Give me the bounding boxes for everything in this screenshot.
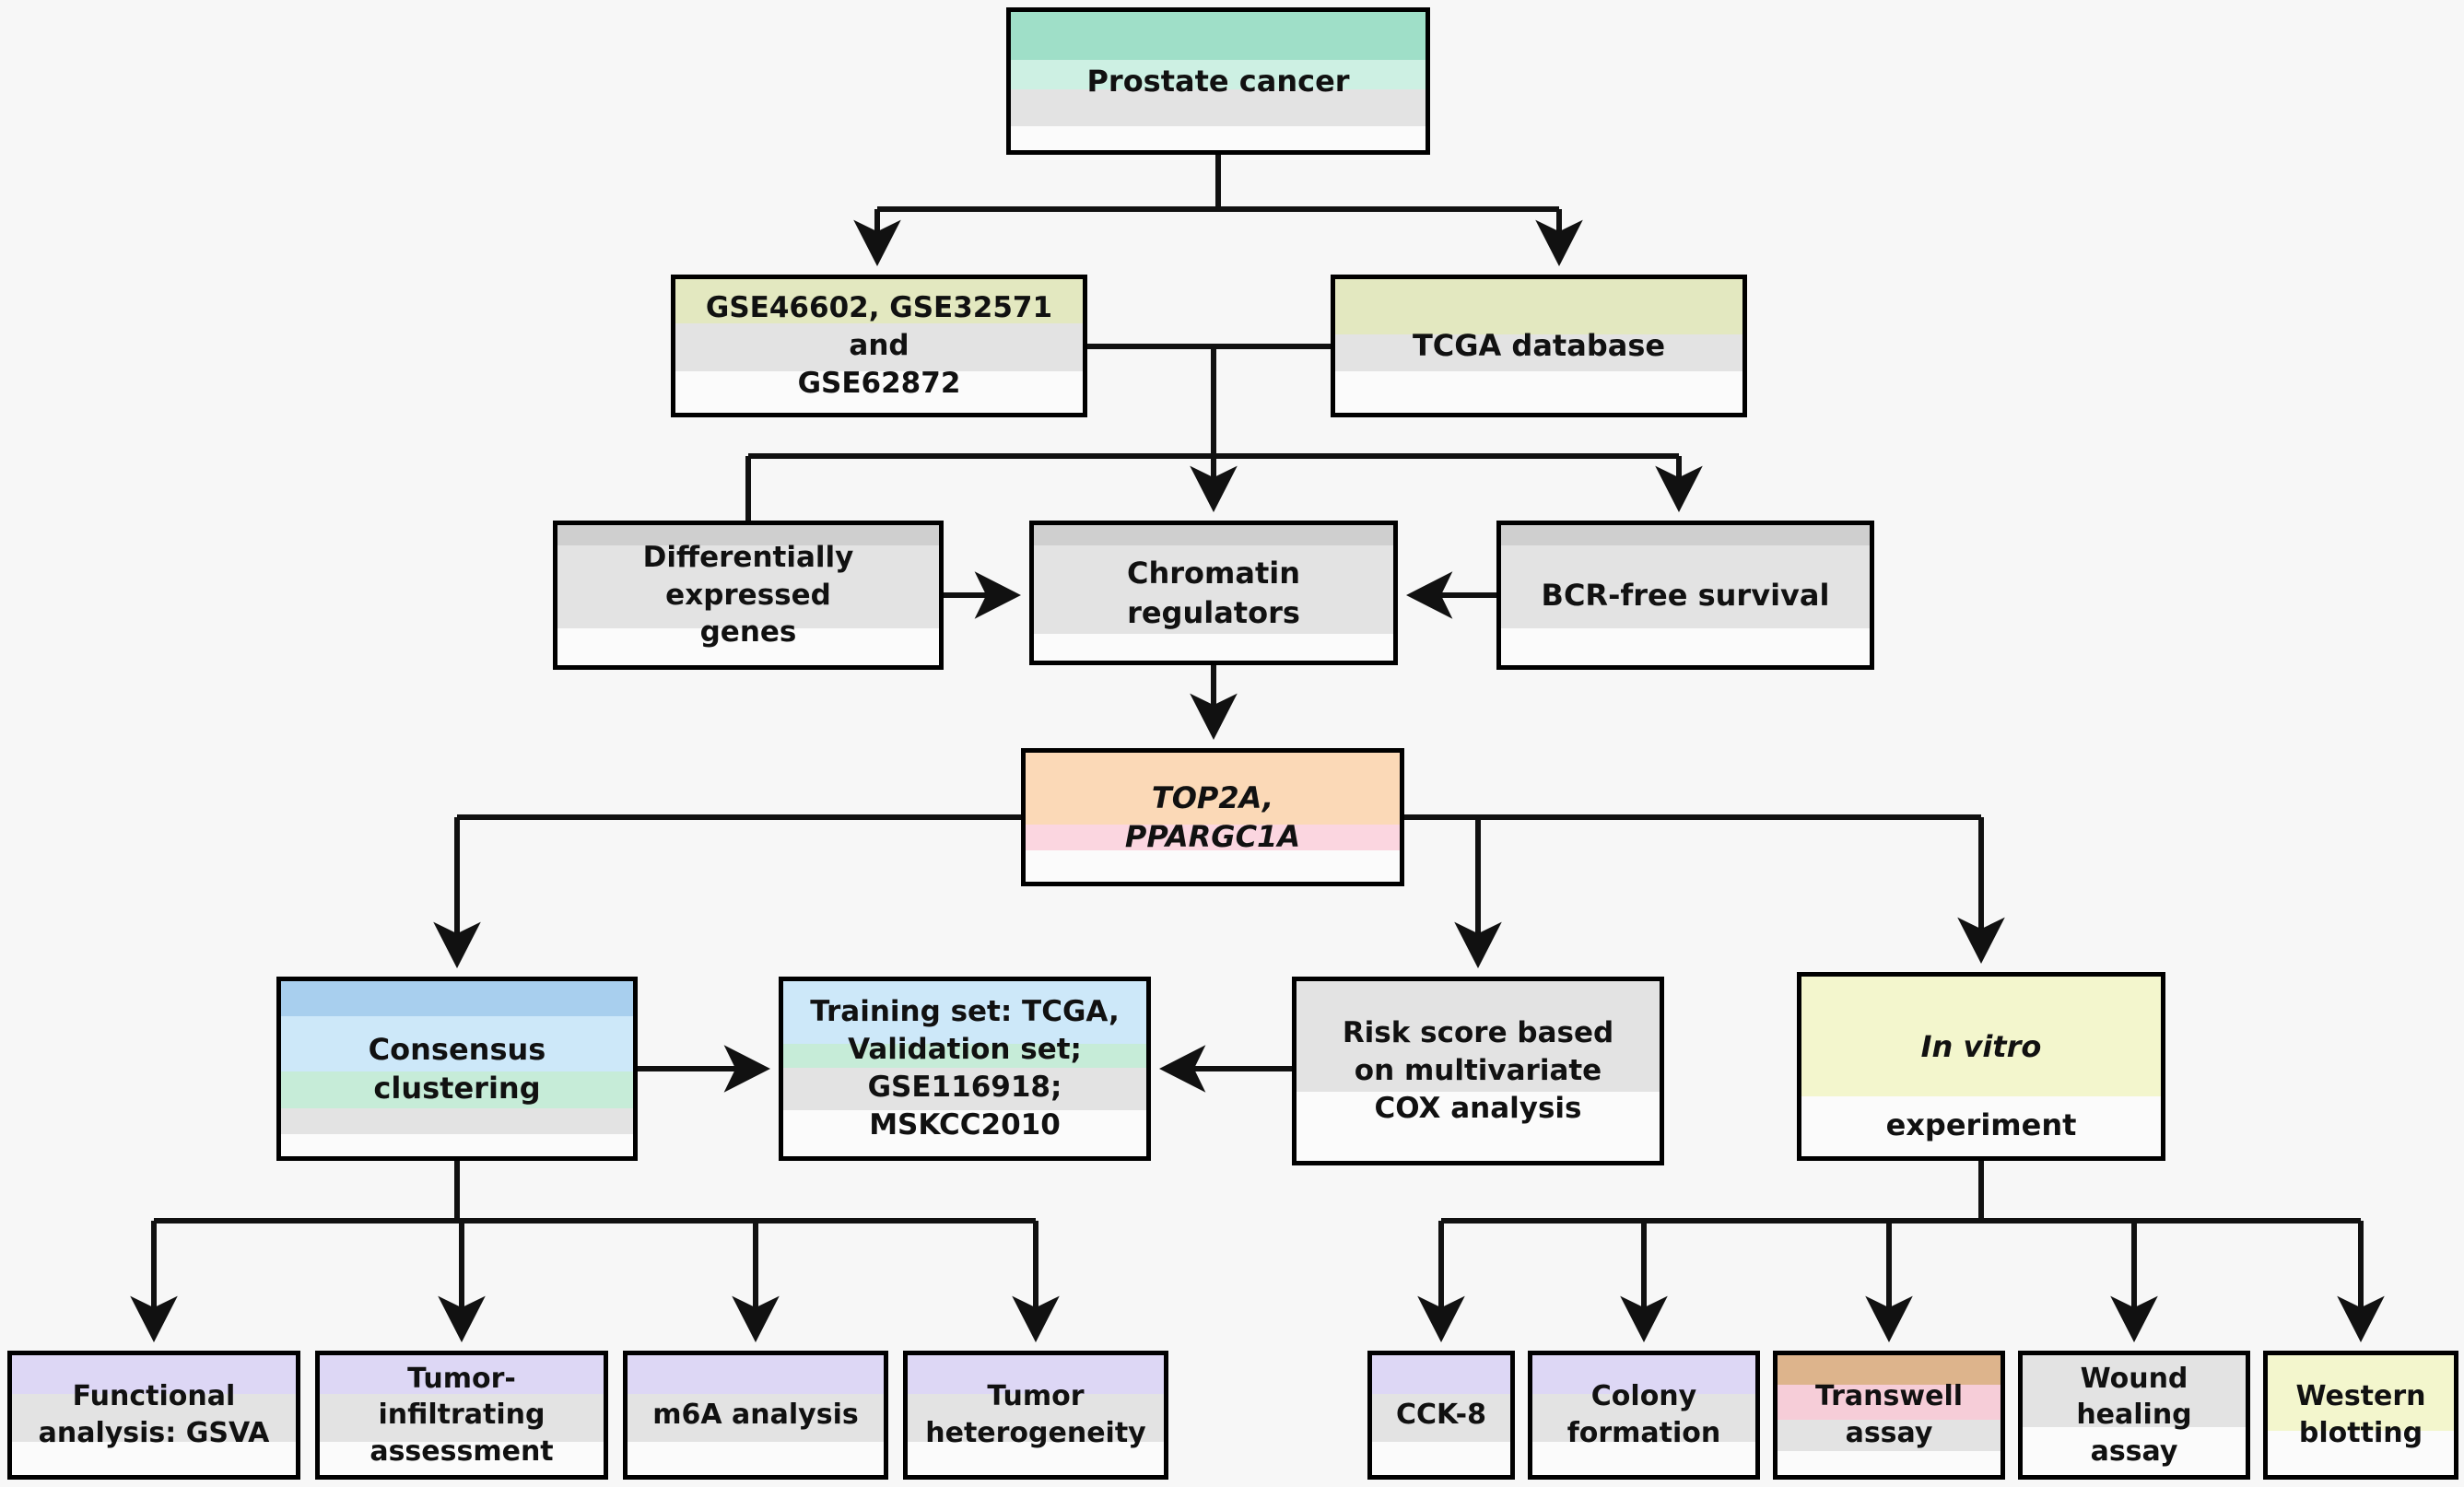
node-color-bands [1335, 279, 1742, 413]
node-color-bands [281, 981, 633, 1156]
node-tcga-database[interactable]: TCGA database [1331, 275, 1747, 417]
node-western-blotting[interactable]: Western blotting [2263, 1351, 2458, 1480]
node-color-bands [320, 1355, 604, 1475]
node-color-bands [628, 1355, 884, 1475]
node-risk-score[interactable]: Risk score based on multivariate COX ana… [1292, 977, 1664, 1165]
node-gse-datasets[interactable]: GSE46602, GSE32571 and GSE62872 [671, 275, 1087, 417]
node-label-colony-formation: Colony formation [1566, 1380, 1721, 1449]
node-label-gene-signature: TOP2A, PPARGC1A [1124, 779, 1301, 854]
node-color-bands [1297, 981, 1660, 1161]
in-vitro-italic-text: In vitro [1920, 1029, 2042, 1065]
node-label-in-vitro-experiment: In vitro experiment [1801, 977, 2161, 1156]
node-in-vitro-experiment[interactable]: In vitro experiment [1797, 972, 2165, 1161]
node-color-bands [1372, 1355, 1510, 1475]
node-wound-healing-assay[interactable]: Wound healing assay [2018, 1351, 2250, 1480]
node-color-bands [675, 279, 1083, 413]
node-functional-analysis-gsva[interactable]: Functional analysis: GSVA [7, 1351, 300, 1480]
node-label-functional-analysis-gsva: Functional analysis: GSVA [38, 1380, 270, 1449]
node-label-m6a-analysis: m6A analysis [652, 1399, 859, 1432]
node-label-western-blotting: Western blotting [2295, 1380, 2426, 1449]
node-color-bands [1778, 1355, 2001, 1475]
node-tumor-infiltrating-assessment[interactable]: Tumor-infiltrating assessment [315, 1351, 608, 1480]
node-label-differentially-expressed-genes: Differentially expressed genes [642, 540, 854, 650]
node-color-bands [908, 1355, 1164, 1475]
node-color-bands [783, 981, 1146, 1156]
in-vitro-plain-text: experiment [1885, 1106, 2077, 1142]
node-label-tumor-infiltrating-assessment: Tumor-infiltrating assessment [370, 1362, 554, 1468]
node-tumor-heterogeneity[interactable]: Tumor heterogeneity [903, 1351, 1168, 1480]
node-label-tumor-heterogeneity: Tumor heterogeneity [925, 1380, 1146, 1449]
node-label-transwell-assay: Transwell assay [1814, 1380, 1964, 1449]
node-label-gse-datasets: GSE46602, GSE32571 and GSE62872 [705, 291, 1053, 400]
node-color-bands [557, 525, 939, 665]
node-chromatin-regulators[interactable]: Chromatin regulators [1029, 521, 1398, 665]
node-colony-formation[interactable]: Colony formation [1528, 1351, 1760, 1480]
node-label-training-validation-sets: Training set: TCGA, Validation set; GSE1… [810, 995, 1120, 1142]
node-gene-signature[interactable]: TOP2A, PPARGC1A [1021, 748, 1404, 886]
node-transwell-assay[interactable]: Transwell assay [1773, 1351, 2005, 1480]
node-bcr-free-survival[interactable]: BCR-free survival [1496, 521, 1874, 670]
node-label-prostate-cancer: Prostate cancer [1086, 63, 1350, 99]
node-color-bands [1801, 977, 2161, 1156]
node-label-tcga-database: TCGA database [1412, 328, 1666, 364]
node-color-bands [1011, 12, 1426, 150]
node-label-bcr-free-survival: BCR-free survival [1541, 577, 1830, 613]
node-consensus-clustering[interactable]: Consensus clustering [276, 977, 638, 1161]
node-m6a-analysis[interactable]: m6A analysis [623, 1351, 888, 1480]
node-prostate-cancer[interactable]: Prostate cancer [1006, 7, 1430, 155]
node-color-bands [2268, 1355, 2454, 1475]
node-color-bands [1532, 1355, 1755, 1475]
node-color-bands [1034, 525, 1393, 661]
node-cck-8[interactable]: CCK-8 [1367, 1351, 1515, 1480]
node-label-cck-8: CCK-8 [1396, 1399, 1486, 1432]
node-label-risk-score: Risk score based on multivariate COX ana… [1342, 1016, 1614, 1125]
node-differentially-expressed-genes[interactable]: Differentially expressed genes [553, 521, 944, 670]
node-label-consensus-clustering: Consensus clustering [368, 1031, 546, 1106]
node-label-wound-healing-assay: Wound healing assay [2076, 1362, 2192, 1468]
node-training-validation-sets[interactable]: Training set: TCGA, Validation set; GSE1… [779, 977, 1151, 1161]
node-color-bands [1501, 525, 1870, 665]
node-color-bands [1026, 753, 1400, 882]
node-color-bands [2023, 1355, 2246, 1475]
node-color-bands [12, 1355, 296, 1475]
node-label-chromatin-regulators: Chromatin regulators [1126, 556, 1300, 630]
